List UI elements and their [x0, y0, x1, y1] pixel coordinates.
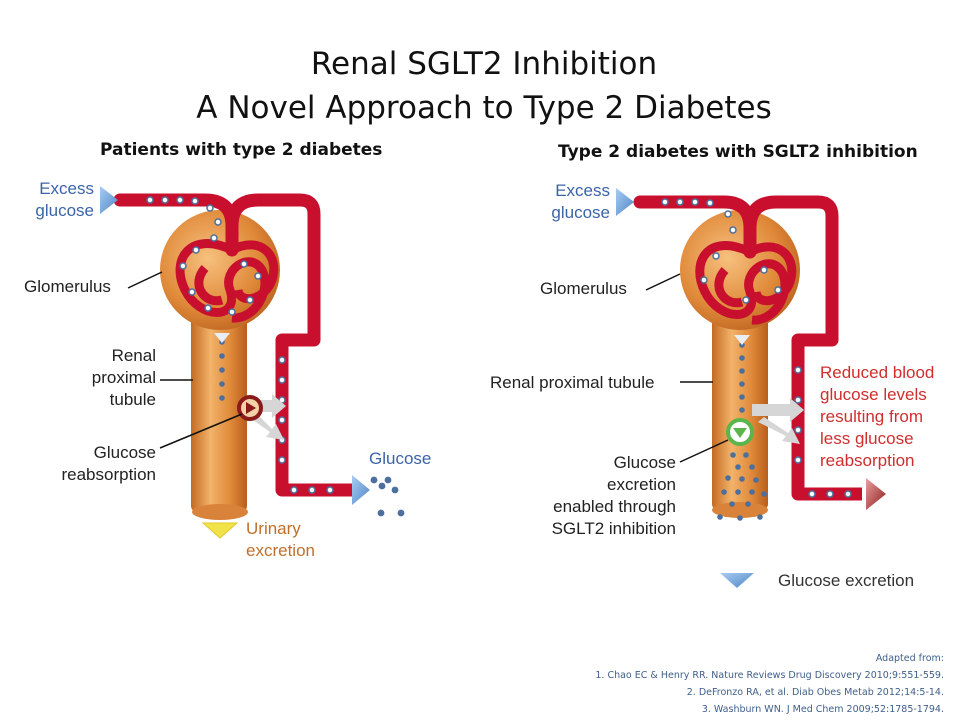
title-line-1: Renal SGLT2 Inhibition	[310, 46, 658, 82]
left-tubule-shaft	[191, 300, 247, 512]
reference-item: 1. Chao EC & Henry RR. Nature Reviews Dr…	[595, 670, 944, 681]
references-header: Adapted from:	[875, 653, 944, 664]
right-tubule-shaft	[712, 300, 768, 510]
left-filtrate-arrow-icon	[214, 333, 230, 343]
right-excretion-label: Glucose excretion enabled through SGLT2 …	[551, 453, 676, 538]
left-urinary-arrow-icon	[201, 522, 239, 539]
reference-item: 3. Washburn WN. J Med Chem 2009;52:1785-…	[701, 704, 944, 715]
left-nephron	[100, 186, 405, 539]
left-efferent-vessel	[225, 193, 352, 497]
left-reabsorption-label: Glucose reabsorption	[61, 443, 156, 484]
left-transporter-arrow-icon	[246, 402, 256, 414]
left-urinary-excretion-label: Urinary excretion	[246, 519, 315, 560]
left-glucose-output-arrow-icon	[352, 475, 370, 505]
right-blocked-reabsorption-arrows	[752, 398, 804, 444]
left-glucose-output-label: Glucose	[369, 449, 432, 468]
right-efferent-vessel	[743, 195, 862, 501]
reference-item: 2. DeFronzo RA, et al. Diab Obes Metab 2…	[686, 687, 944, 698]
right-vessel-glucose-dots	[661, 198, 852, 498]
right-excess-glucose-arrow-icon	[616, 188, 634, 216]
right-reduced-blood-arrow-icon	[866, 478, 886, 510]
left-excess-glucose-arrow-icon	[100, 186, 118, 214]
right-tubule-end	[712, 502, 768, 518]
left-output-glucose-dots	[370, 476, 405, 517]
right-glucose-excretion-arrow-icon	[720, 573, 754, 588]
left-leader-lines	[127, 271, 243, 449]
right-tubule-label: Renal proximal tubule	[490, 373, 655, 392]
title-line-2: A Novel Approach to Type 2 Diabetes	[196, 90, 772, 126]
left-panel-heading: Patients with type 2 diabetes	[100, 140, 383, 160]
right-filtrate-arrow-icon	[734, 335, 750, 345]
right-inhibited-arrow-icon	[733, 428, 747, 438]
right-panel-heading: Type 2 diabetes with SGLT2 inhibition	[558, 142, 918, 162]
right-glucose-excretion-label: Glucose excretion	[778, 571, 915, 590]
right-tubule-glucose-dots	[717, 342, 767, 521]
right-glomerulus-label: Glomerulus	[540, 279, 627, 298]
right-nephron	[616, 188, 886, 588]
right-glomerulus-loops	[695, 241, 797, 325]
left-glomerulus-label: Glomerulus	[24, 277, 111, 296]
left-excess-glucose-label: Excess glucose	[35, 179, 94, 220]
left-glomerulus-loops	[175, 239, 279, 323]
right-reduced-blood-label: Reduced blood glucose levels resulting f…	[820, 363, 935, 470]
left-tubule-label: Renal proximal tubule	[91, 346, 156, 409]
slide-title: Renal SGLT2 Inhibition A Novel Approach …	[0, 42, 968, 130]
right-excess-glucose-label: Excess glucose	[551, 181, 610, 222]
references: Adapted from: 1. Chao EC & Henry RR. Nat…	[595, 650, 944, 718]
right-leader-lines	[645, 273, 729, 463]
left-tubule-end	[192, 504, 248, 520]
left-vessel-glucose-dots	[146, 196, 334, 494]
